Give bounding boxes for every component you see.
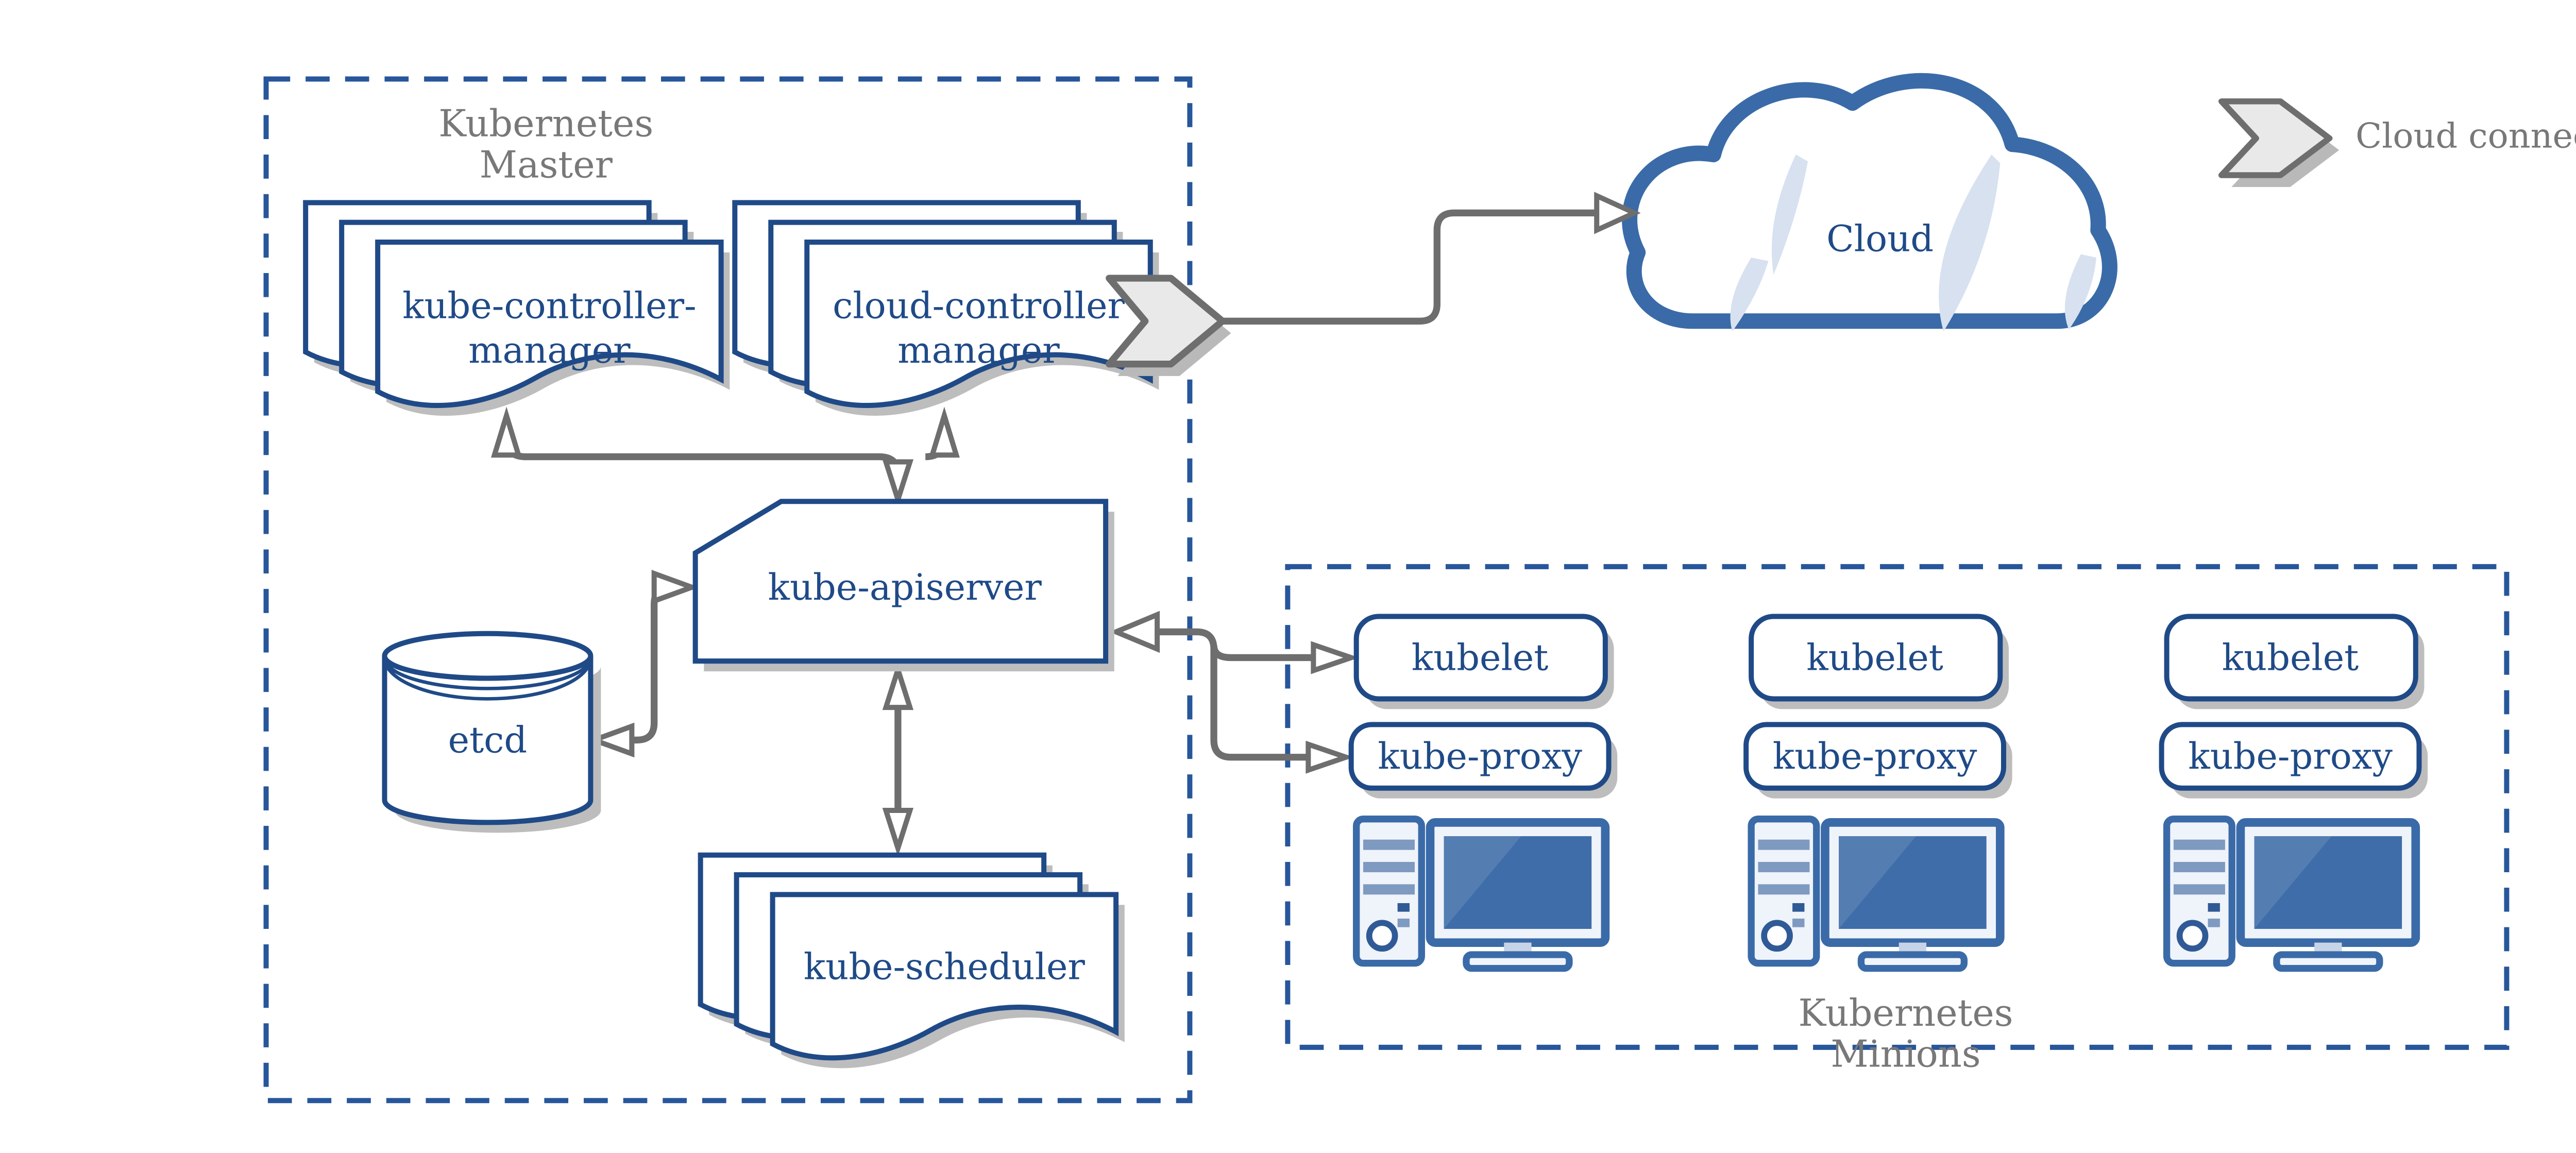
arrowhead-left-apiserver-right: [1109, 611, 1160, 653]
minions-title-line1: Kubernetes: [1799, 992, 2013, 1035]
cloud-controller-manager-label-line2: manager: [897, 329, 1060, 371]
etcd-label: etcd: [448, 719, 528, 761]
apiserver-card-shape: [692, 499, 1109, 664]
database-cylinder-icon: [382, 631, 601, 833]
apiserver-minions-connector: [1109, 611, 1360, 774]
cloud-highlight-crescents: [1730, 155, 2096, 332]
arrowhead-right-kube-proxy: [1306, 740, 1354, 774]
kube-proxy-label: kube-proxy: [1773, 735, 1977, 777]
legend-cloud-connector: Cloud connector: [2222, 101, 2576, 187]
arrowhead-right-kubelet: [1311, 641, 1360, 674]
computer-icon: [1352, 816, 1610, 972]
arrowhead-down-apiserver: [882, 459, 914, 508]
arrowhead-right-cloud: [1594, 192, 1641, 234]
minions-title-line2: Minions: [1831, 1033, 1980, 1076]
etcd-apiserver-connector: [586, 570, 700, 758]
cloud-controller-manager-label-line1: cloud-controller: [833, 284, 1125, 327]
kube-proxy-box: [1348, 722, 1612, 791]
cloud-node: Cloud: [1622, 73, 2117, 332]
kube-apiserver-label: kube-apiserver: [768, 566, 1042, 608]
minion-node-column-3: kubelet kube-proxy: [2159, 614, 2428, 972]
computer-icon: [2163, 816, 2420, 972]
kube-scheduler-node: kube-scheduler: [701, 855, 1125, 1069]
arrowhead-down-scheduler: [882, 808, 914, 857]
minion-node-column-1: kubelet kube-proxy: [1348, 614, 1618, 972]
arrowhead-up-cloud-controller-manager: [928, 406, 960, 458]
kube-controller-manager-node: kube-controller- manager: [306, 202, 730, 416]
arrowhead-up-kube-controller-manager: [491, 406, 522, 458]
kube-controller-manager-label-line1: kube-controller-: [402, 284, 697, 327]
kubelet-label: kubelet: [1412, 636, 1549, 679]
cloud-connector-line: [1222, 192, 1641, 325]
kubelet-box: [2164, 614, 2418, 702]
kubernetes-master-boundary: [263, 76, 1193, 1104]
kubelet-label: kubelet: [2222, 636, 2359, 679]
kube-proxy-label: kube-proxy: [1378, 735, 1582, 777]
cloud-connector-legend-icon: [2222, 101, 2340, 187]
etcd-node: etcd: [382, 631, 601, 833]
kubelet-label: kubelet: [1806, 636, 1943, 679]
apiserver-scheduler-connector: [882, 661, 914, 857]
cloud-label: Cloud: [1826, 217, 1934, 260]
arrowhead-left-etcd: [586, 722, 635, 758]
kubernetes-minions-boundary: [1285, 564, 2510, 1050]
controllers-apiserver-connector: [491, 406, 960, 508]
master-title-line2: Master: [480, 144, 613, 186]
cloud-icon: [1622, 73, 2117, 329]
kube-proxy-box: [1743, 722, 2006, 791]
computer-icon: [1748, 816, 2005, 972]
kubelet-box: [1353, 614, 1608, 702]
kube-proxy-label: kube-proxy: [2188, 735, 2393, 777]
kube-apiserver-node: kube-apiserver: [692, 499, 1114, 672]
kube-controller-manager-label-line2: manager: [468, 329, 631, 371]
legend-cloud-connector-label: Cloud connector: [2355, 115, 2576, 156]
kube-proxy-box: [2159, 722, 2422, 791]
arrowhead-up-apiserver-bottom: [882, 661, 914, 710]
minion-node-column-2: kubelet kube-proxy: [1743, 614, 2012, 972]
cloud-controller-manager-node: cloud-controller manager: [735, 202, 1159, 416]
kube-scheduler-label: kube-scheduler: [804, 945, 1086, 988]
kubelet-box: [1749, 614, 2003, 702]
master-title-line1: Kubernetes: [438, 103, 653, 145]
arrowhead-right-apiserver-left: [651, 570, 700, 605]
